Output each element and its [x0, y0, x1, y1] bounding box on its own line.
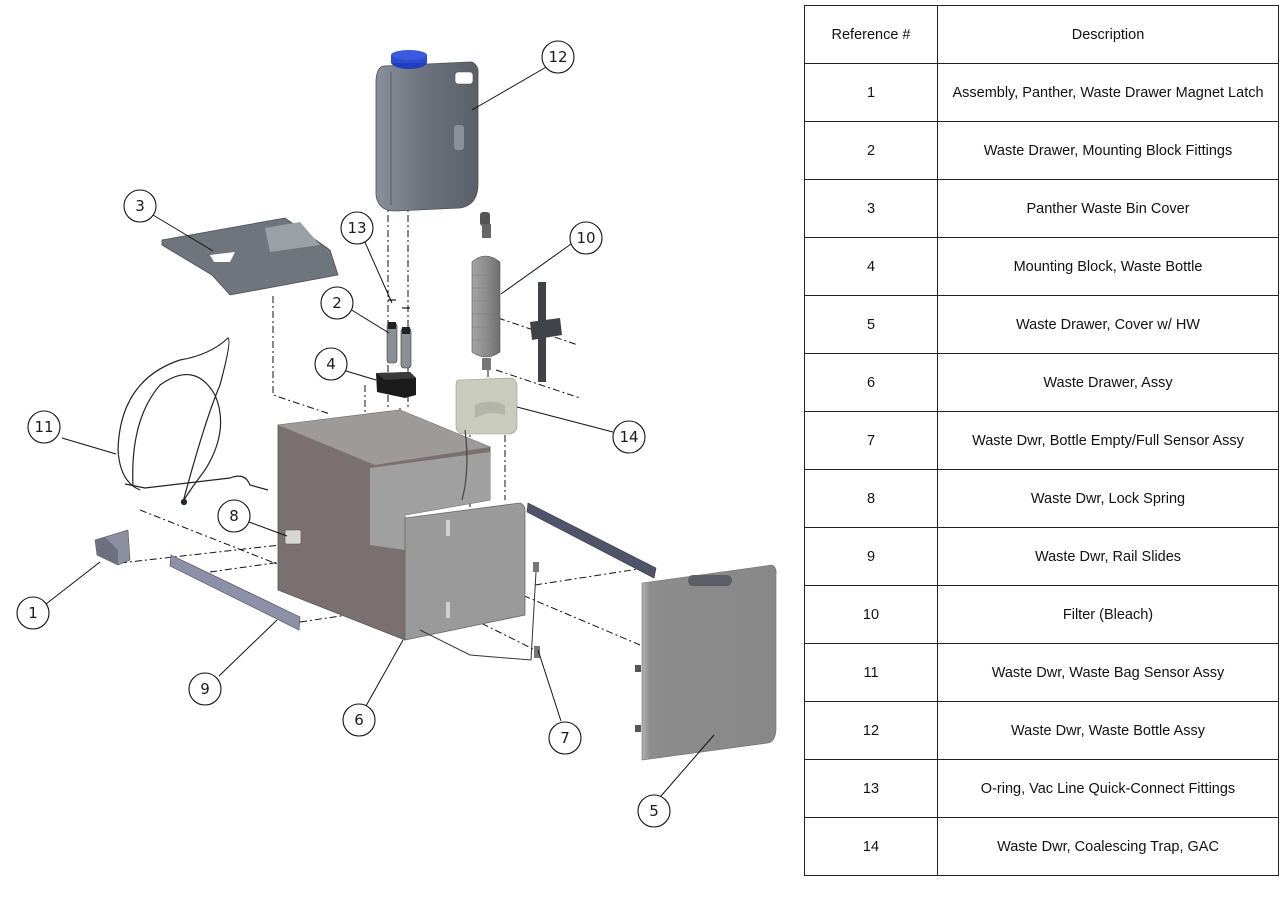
- svg-text:7: 7: [560, 729, 570, 747]
- part-mounting-block: [376, 372, 416, 398]
- header-description: Description: [937, 5, 1279, 64]
- callout-11: 11: [27, 410, 61, 444]
- cell-ref: 2: [804, 121, 938, 180]
- callouts: 12 3 13 10 2 4 11 14 8 1 9 6 7 5: [16, 40, 671, 828]
- svg-text:3: 3: [135, 197, 145, 215]
- part-drawer-cover: [635, 564, 777, 761]
- cell-ref: 9: [804, 527, 938, 586]
- part-magnet-latch: [94, 529, 131, 566]
- part-rail-slide-right: [526, 502, 657, 579]
- callout-1: 1: [16, 596, 50, 630]
- callout-13: 13: [340, 211, 374, 245]
- svg-text:12: 12: [548, 48, 567, 66]
- cell-desc: Waste Drawer, Mounting Block Fittings: [937, 121, 1279, 180]
- part-coalescing-trap: [455, 377, 518, 435]
- cell-ref: 5: [804, 295, 938, 354]
- cell-ref: 7: [804, 411, 938, 470]
- cell-desc: Waste Dwr, Coalescing Trap, GAC: [937, 817, 1279, 876]
- svg-text:6: 6: [354, 711, 364, 729]
- part-filter-bracket: [530, 282, 562, 382]
- svg-text:1: 1: [28, 604, 38, 622]
- cell-desc: Waste Dwr, Bottle Empty/Full Sensor Assy: [937, 411, 1279, 470]
- part-waste-bin-cover: [161, 217, 339, 296]
- cell-desc: Waste Dwr, Waste Bag Sensor Assy: [937, 643, 1279, 702]
- cell-desc: Panther Waste Bin Cover: [937, 179, 1279, 238]
- callout-2: 2: [320, 286, 354, 320]
- callout-6: 6: [342, 703, 376, 737]
- callout-8: 8: [217, 499, 251, 533]
- cell-desc: Waste Drawer, Assy: [937, 353, 1279, 412]
- cell-desc: Filter (Bleach): [937, 585, 1279, 644]
- table-header-row: Reference # Description: [804, 5, 1279, 64]
- header-reference: Reference #: [804, 5, 938, 64]
- exploded-diagram: 12 3 13 10 2 4 11 14 8 1 9 6 7 5: [16, 40, 777, 828]
- cell-ref: 13: [804, 759, 938, 818]
- svg-text:9: 9: [200, 680, 210, 698]
- svg-text:5: 5: [649, 802, 659, 820]
- callout-9: 9: [188, 672, 222, 706]
- callout-7: 7: [548, 721, 582, 755]
- part-rail-slide-left: [169, 554, 301, 631]
- svg-text:2: 2: [332, 294, 342, 312]
- part-fittings: [386, 299, 412, 369]
- callout-3: 3: [123, 189, 157, 223]
- callout-5: 5: [637, 794, 671, 828]
- part-bag-sensor-cable: [117, 337, 269, 506]
- svg-text:10: 10: [576, 229, 595, 247]
- callout-14: 14: [612, 420, 646, 454]
- leader-lines: [45, 65, 715, 797]
- callout-4: 4: [314, 347, 348, 381]
- cell-ref: 10: [804, 585, 938, 644]
- cell-ref: 8: [804, 469, 938, 528]
- cell-ref: 12: [804, 701, 938, 760]
- cell-desc: Waste Dwr, Rail Slides: [937, 527, 1279, 586]
- cell-desc: O-ring, Vac Line Quick-Connect Fittings: [937, 759, 1279, 818]
- cell-ref: 11: [804, 643, 938, 702]
- part-filter: [471, 212, 501, 370]
- part-drawer-assembly: [277, 409, 526, 641]
- cell-ref: 1: [804, 63, 938, 122]
- cell-desc: Waste Dwr, Lock Spring: [937, 469, 1279, 528]
- cell-desc: Waste Dwr, Waste Bottle Assy: [937, 701, 1279, 760]
- cell-ref: 6: [804, 353, 938, 412]
- svg-text:13: 13: [347, 219, 366, 237]
- cell-ref: 3: [804, 179, 938, 238]
- cell-ref: 4: [804, 237, 938, 296]
- svg-text:8: 8: [229, 507, 239, 525]
- cell-desc: Assembly, Panther, Waste Drawer Magnet L…: [937, 63, 1279, 122]
- part-waste-bottle: [375, 50, 479, 212]
- svg-text:14: 14: [619, 428, 638, 446]
- callout-10: 10: [569, 221, 603, 255]
- callout-12: 12: [541, 40, 575, 74]
- cell-desc: Waste Drawer, Cover w/ HW: [937, 295, 1279, 354]
- cell-ref: 14: [804, 817, 938, 876]
- cell-desc: Mounting Block, Waste Bottle: [937, 237, 1279, 296]
- part-bottle-sensor: [419, 562, 540, 661]
- svg-text:11: 11: [34, 418, 53, 436]
- svg-text:4: 4: [326, 355, 336, 373]
